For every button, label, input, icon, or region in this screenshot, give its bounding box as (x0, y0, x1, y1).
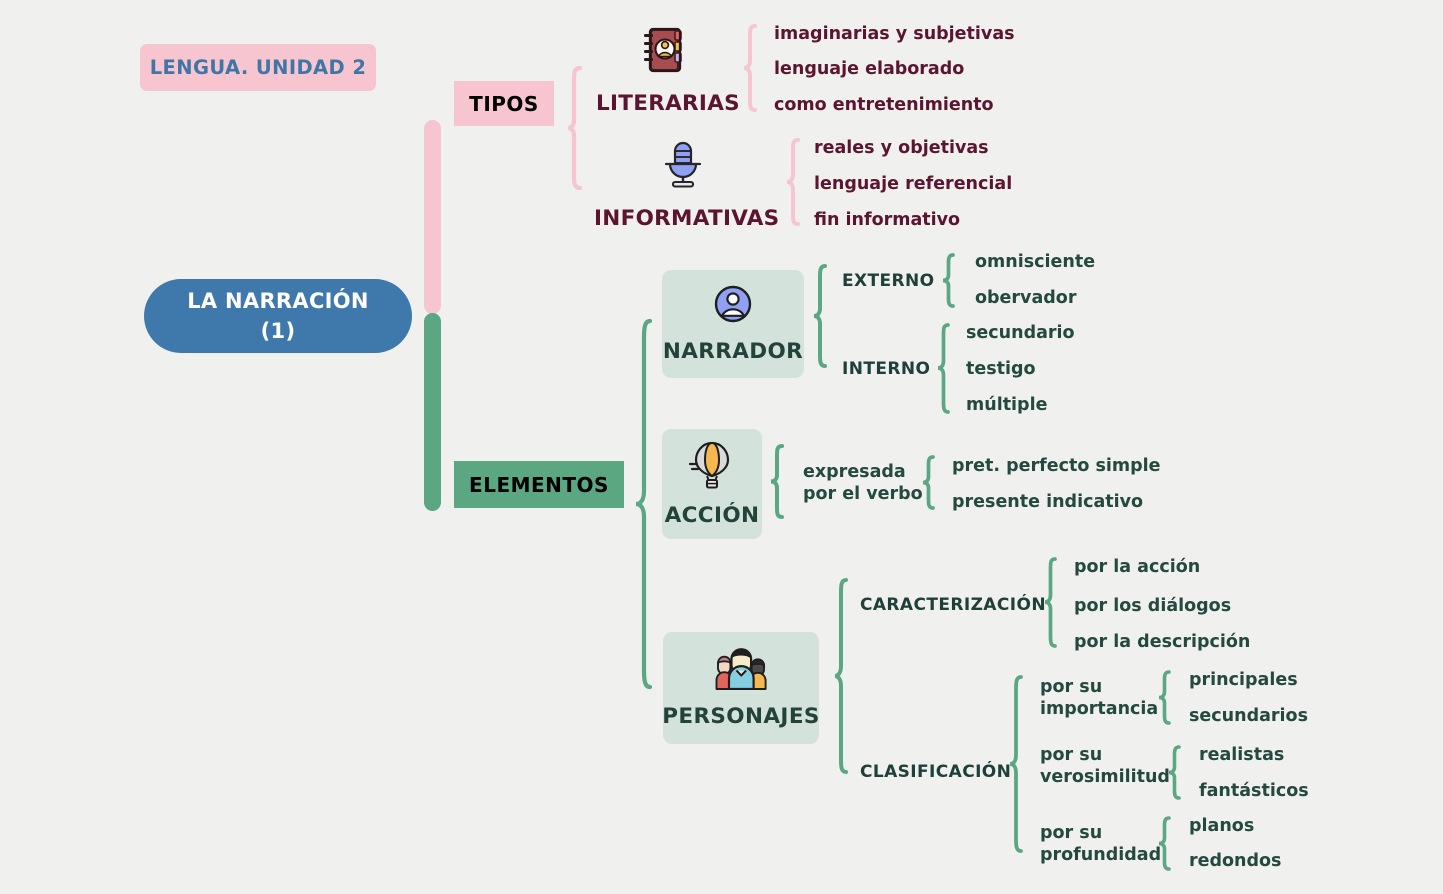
brace-caracterizacion-leaves (1044, 557, 1057, 648)
microphone-icon (661, 141, 705, 193)
group-label-interno: INTERNO (842, 359, 931, 379)
brace-accion-group (770, 444, 784, 519)
leaf-accion-2: presente indicativo (952, 492, 1144, 512)
topic-label-literarias: LITERARIAS (596, 91, 740, 116)
brace-externo-leaves (942, 253, 955, 308)
unit-title-text: LENGUA. UNIDAD 2 (149, 56, 367, 79)
brace-tipos-topics (567, 65, 583, 191)
leaf-interno-1: secundario (966, 323, 1075, 343)
brace-importancia-leaves (1158, 670, 1171, 725)
leaf-caracterizacion-1: por la acción (1074, 557, 1201, 577)
leaf-importancia-1: principales (1189, 670, 1298, 690)
leaf-verosimilitud-2: fantásticos (1199, 781, 1309, 801)
subgroup-label-importancia: por su importancia (1040, 677, 1159, 720)
user-avatar-icon (713, 284, 753, 328)
hot-air-balloon-icon (688, 440, 735, 494)
topic-box-narrador: NARRADOR (662, 270, 804, 378)
branch-chip-tipos: TIPOS (454, 81, 554, 126)
topic-label-personajes: PERSONAJES (662, 704, 820, 729)
topic-label-accion: ACCIÓN (664, 503, 760, 528)
trunk-connector-tipos (424, 120, 441, 314)
leaf-profundidad-2: redondos (1189, 851, 1282, 871)
brace-literarias-leaves (743, 24, 757, 112)
leaf-interno-2: testigo (966, 359, 1036, 379)
group-label-caracterizacion: CARACTERIZACIÓN (860, 595, 1046, 615)
brace-verosimilitud-leaves (1168, 745, 1181, 800)
leaf-externo-2: obervador (975, 288, 1077, 308)
brace-elementos-topics (635, 318, 653, 690)
brace-accion-leaves (922, 455, 935, 510)
central-node-label: LA NARRACIÓN (1) (187, 288, 369, 343)
brace-interno-leaves (937, 323, 950, 414)
leaf-profundidad-1: planos (1189, 816, 1255, 836)
subgroup-label-profundidad: por su profundidad (1040, 823, 1162, 866)
topic-box-accion: ACCIÓN (662, 429, 762, 539)
leaf-informativas-1: reales y objetivas (814, 138, 989, 158)
leaf-informativas-2: lenguaje referencial (814, 174, 1013, 194)
group-label-clasificacion: CLASIFICACIÓN (860, 762, 1012, 782)
topic-box-personajes: PERSONAJES (662, 632, 820, 744)
topic-label-informativas: INFORMATIVAS (594, 206, 780, 231)
notebook-contacts-icon (641, 26, 685, 78)
brace-personajes-groups (834, 578, 848, 774)
brace-informativas-leaves (786, 138, 800, 226)
topic-label-narrador: NARRADOR (662, 339, 804, 364)
leaf-literarias-1: imaginarias y subjetivas (774, 24, 1015, 44)
group-label-expresada-por-el-verbo: expresada por el verbo (803, 462, 923, 505)
leaf-caracterizacion-3: por la descripción (1074, 632, 1251, 652)
trunk-connector-elementos (424, 313, 441, 511)
leaf-literarias-2: lenguaje elaborado (774, 59, 965, 79)
branch-label-tipos: TIPOS (469, 91, 539, 116)
leaf-literarias-3: como entretenimiento (774, 95, 994, 115)
leaf-externo-1: omnisciente (975, 252, 1096, 272)
brace-clasificacion-subgroups (1009, 675, 1023, 853)
leaf-accion-1: pret. perfecto simple (952, 456, 1161, 476)
group-label-externo: EXTERNO (842, 271, 935, 291)
brace-narrador-groups (813, 264, 827, 368)
leaf-verosimilitud-1: realistas (1199, 745, 1285, 765)
leaf-importancia-2: secundarios (1189, 706, 1308, 726)
unit-title-chip: LENGUA. UNIDAD 2 (140, 44, 376, 91)
brace-profundidad-leaves (1158, 816, 1171, 871)
leaf-interno-3: múltiple (966, 395, 1048, 415)
branch-chip-elementos: ELEMENTOS (454, 461, 624, 508)
people-group-icon (710, 646, 772, 694)
leaf-caracterizacion-2: por los diálogos (1074, 596, 1232, 616)
subgroup-label-verosimilitud: por su verosimilitud (1040, 745, 1170, 788)
leaf-informativas-3: fin informativo (814, 210, 961, 230)
branch-label-elementos: ELEMENTOS (469, 472, 609, 497)
central-node: LA NARRACIÓN (1) (144, 279, 412, 353)
